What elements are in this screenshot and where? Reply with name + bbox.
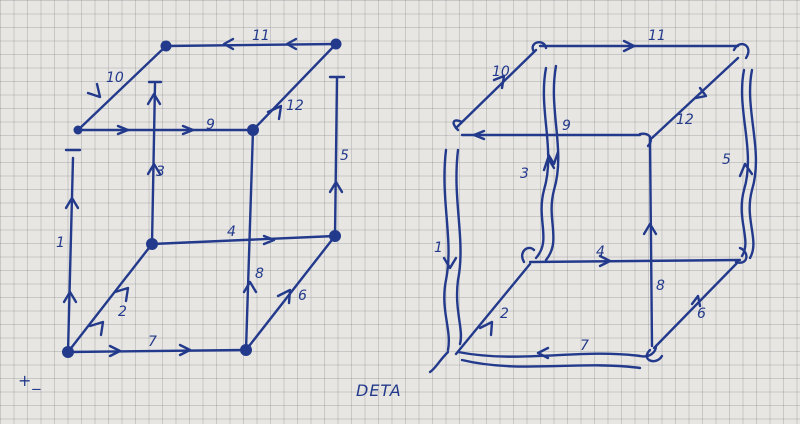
- left-caption: +_: [18, 371, 41, 391]
- right-edge-10: [454, 48, 538, 130]
- right-label-10: 10: [492, 64, 510, 80]
- right-edge-5: [740, 68, 750, 258]
- left-label-1: 1: [56, 235, 65, 251]
- left-edge-5: [333, 76, 339, 238]
- right-edge-5-return: [748, 68, 758, 260]
- left-edge-11: [164, 42, 338, 48]
- left-edge-2: [66, 242, 154, 354]
- right-edge-1: [443, 148, 450, 352]
- right-label-8: 8: [656, 278, 665, 294]
- left-edge-12: [251, 42, 338, 132]
- left-label-5: 5: [340, 148, 349, 164]
- left-label-3: 3: [156, 164, 165, 180]
- right-edge-4: [528, 258, 742, 264]
- left-label-2: 2: [118, 304, 127, 320]
- right-edge-6: [652, 260, 740, 350]
- left-label-4: 4: [227, 224, 236, 240]
- left-edge-8: [244, 128, 255, 352]
- left-label-8: 8: [255, 266, 264, 282]
- right-label-6: 6: [697, 306, 706, 322]
- right-label-2: 2: [500, 306, 509, 322]
- left-label-11: 11: [252, 28, 270, 44]
- left-edge-7: [66, 348, 248, 354]
- right-edge-3-return: [544, 64, 560, 262]
- right-corner-loops: [428, 41, 750, 374]
- right-arrowheads: [442, 39, 754, 360]
- right-cube-diagram: 1 2 3 4 5 6 7 8 9 10 11 12 DETA: [356, 28, 758, 400]
- left-edge-10: [76, 44, 168, 132]
- left-label-10: 10: [106, 70, 124, 86]
- right-edge-1-return: [455, 148, 463, 346]
- left-label-9: 9: [206, 117, 215, 133]
- right-label-1: 1: [434, 240, 443, 256]
- right-edge-8: [648, 136, 654, 348]
- right-label-4: 4: [596, 244, 605, 260]
- right-edge-3: [534, 66, 550, 260]
- left-arrowheads: [62, 37, 344, 358]
- left-label-6: 6: [298, 288, 307, 304]
- left-cube-diagram: 1 2 3 4 5 6 7 8 9 10 11 12 +_: [18, 28, 349, 391]
- right-label-5: 5: [722, 152, 731, 168]
- left-label-12: 12: [286, 98, 304, 114]
- left-edge-1: [66, 156, 75, 354]
- right-edge-7-return: [460, 358, 642, 370]
- left-label-7: 7: [148, 334, 157, 350]
- right-caption: DETA: [356, 381, 402, 400]
- right-label-7: 7: [580, 338, 589, 354]
- right-label-12: 12: [676, 112, 694, 128]
- right-label-11: 11: [648, 28, 666, 44]
- left-vertices: [62, 38, 342, 358]
- right-label-3: 3: [520, 166, 529, 182]
- right-edge-7: [456, 344, 658, 358]
- right-edge-2: [454, 262, 532, 356]
- left-edge-4: [150, 234, 337, 246]
- right-label-9: 9: [562, 118, 571, 134]
